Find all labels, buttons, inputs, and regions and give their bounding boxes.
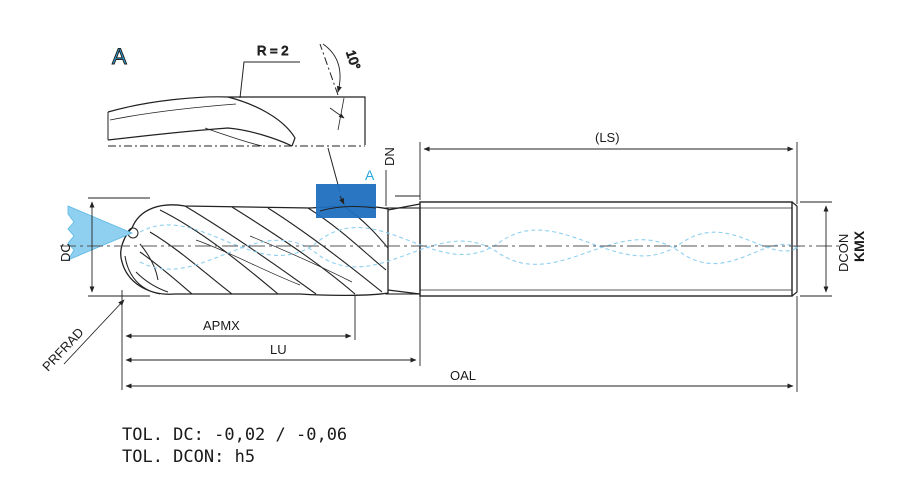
ls-label: (LS) [595,130,620,145]
dn-label: DN [382,147,397,166]
coolant-channels [139,224,801,270]
dimension-lines [63,142,832,392]
detail-a-title: A [112,44,127,69]
detail-a-marker: A [316,167,377,218]
coolant-spray-icon [67,205,134,261]
angle-label: 10° [343,48,363,71]
radius-label: R = 2 [257,43,288,58]
oal-label: OAL [450,368,476,383]
detail-a-marker-label: A [365,167,375,183]
prfrad-label: PRFRAD [39,325,86,374]
apmx-label: APMX [203,318,240,333]
kmx-label: KMX [851,230,867,262]
detail-a-view: A R = 2 10° [107,43,366,193]
dc-label: DC [58,243,73,262]
tolerance-dcon: TOL. DCON: h5 [122,447,256,467]
end-mill-body [120,201,798,297]
dcon-label: DCON [836,234,851,272]
tolerance-dc: TOL. DC: -0,02 / -0,06 [122,425,348,445]
lu-label: LU [270,342,287,357]
